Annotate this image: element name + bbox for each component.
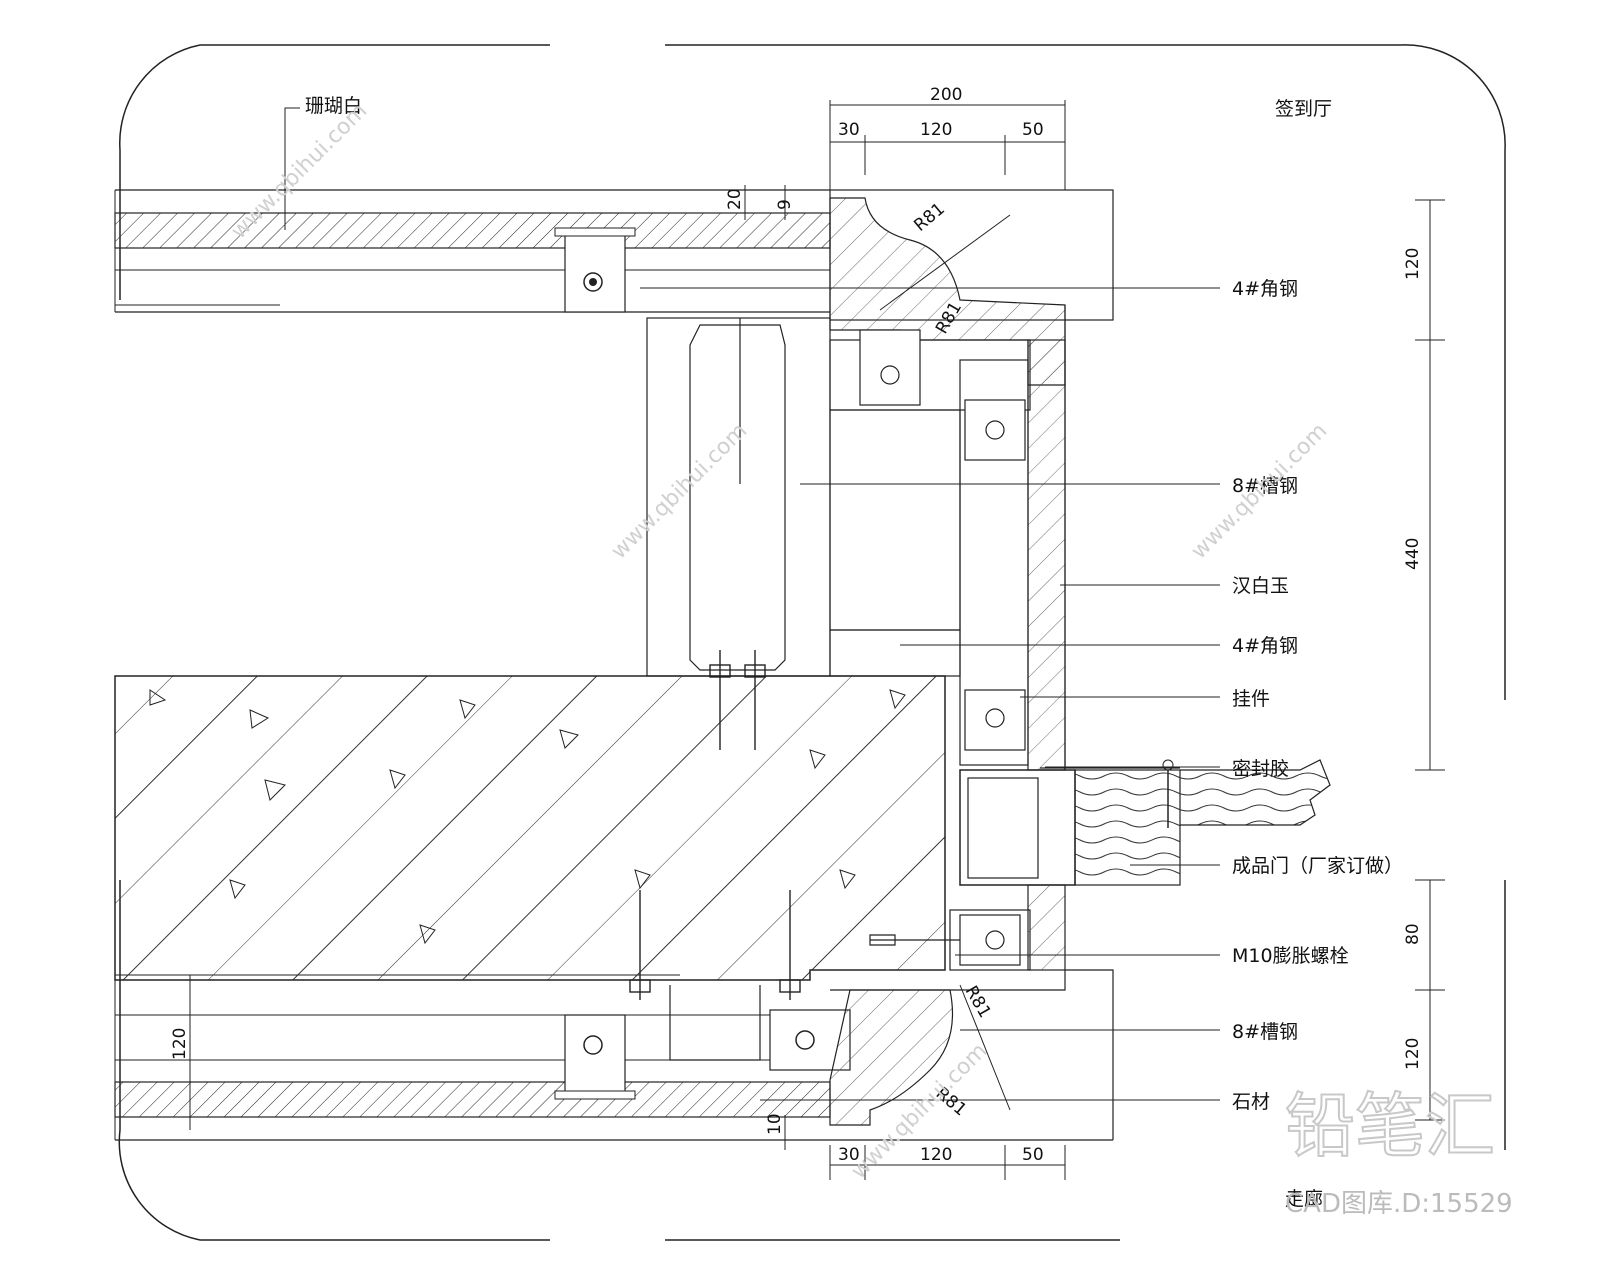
label-product-door: 成品门（厂家订做）	[1232, 855, 1403, 877]
dim-right-bottom: 120	[1403, 1038, 1423, 1070]
watermark-site-3: www.qbihui.com	[1187, 419, 1333, 565]
label-angle-steel-mid: 4#角钢	[1232, 635, 1298, 657]
dim-right-mid: 440	[1403, 538, 1423, 570]
dim-left-9: 9	[775, 199, 795, 210]
dim-right-low: 80	[1403, 923, 1423, 945]
label-sign-hall: 签到厅	[1275, 98, 1332, 120]
dim-bottom-left-120: 120	[170, 1028, 190, 1060]
dim-top-c: 50	[1022, 120, 1044, 140]
han-white-jade-panel	[1027, 339, 1066, 771]
hanger-bracket-top-left	[564, 231, 626, 313]
label-stone: 石材	[1232, 1091, 1270, 1113]
dim-radius-3: R81	[961, 983, 995, 1022]
label-corridor: 走廊	[1285, 1188, 1323, 1210]
watermark-brand: 铅笔汇	[1285, 1085, 1495, 1167]
bottom-bracket	[869, 884, 1066, 971]
label-han-white-jade: 汉白玉	[1232, 575, 1289, 597]
bottom-wall-assembly	[114, 969, 1114, 1141]
watermark-catalog: CAD图库.D:15529	[1285, 1189, 1513, 1219]
dim-bottom-b: 120	[920, 1145, 952, 1165]
dim-bottom-a: 30	[838, 1145, 860, 1165]
dim-right-top: 120	[1403, 248, 1423, 280]
callout-labels: 珊瑚白 签到厅 4#角钢 8#槽钢 汉白玉 4#角钢 挂件 密封胶 成品门（厂家…	[305, 95, 1403, 1210]
dimension-lines	[189, 100, 1445, 1180]
dim-radius-1: R81	[910, 199, 948, 236]
dim-top-total: 200	[930, 85, 962, 105]
dim-bottom-10: 10	[765, 1113, 785, 1135]
dim-bottom-c: 50	[1022, 1145, 1044, 1165]
top-wall-assembly	[114, 189, 831, 313]
dim-top-a: 30	[838, 120, 860, 140]
anchor-bolts	[629, 650, 801, 1000]
label-hanger: 挂件	[1232, 688, 1270, 710]
label-channel-steel-bottom: 8#槽钢	[1232, 1021, 1298, 1043]
concrete-wall	[114, 675, 946, 981]
leader-lines	[284, 107, 1220, 1111]
label-coral-white: 珊瑚白	[305, 95, 362, 117]
dim-left-20: 20	[725, 188, 745, 210]
dim-top-b: 120	[920, 120, 952, 140]
label-angle-steel-top: 4#角钢	[1232, 278, 1298, 300]
label-sealant: 密封胶	[1232, 758, 1289, 780]
door-assembly	[959, 759, 1331, 886]
watermark-site-2: www.qbihui.com	[607, 419, 753, 565]
label-channel-steel-top: 8#槽钢	[1232, 475, 1298, 497]
label-expansion-bolt: M10膨胀螺栓	[1232, 945, 1349, 967]
